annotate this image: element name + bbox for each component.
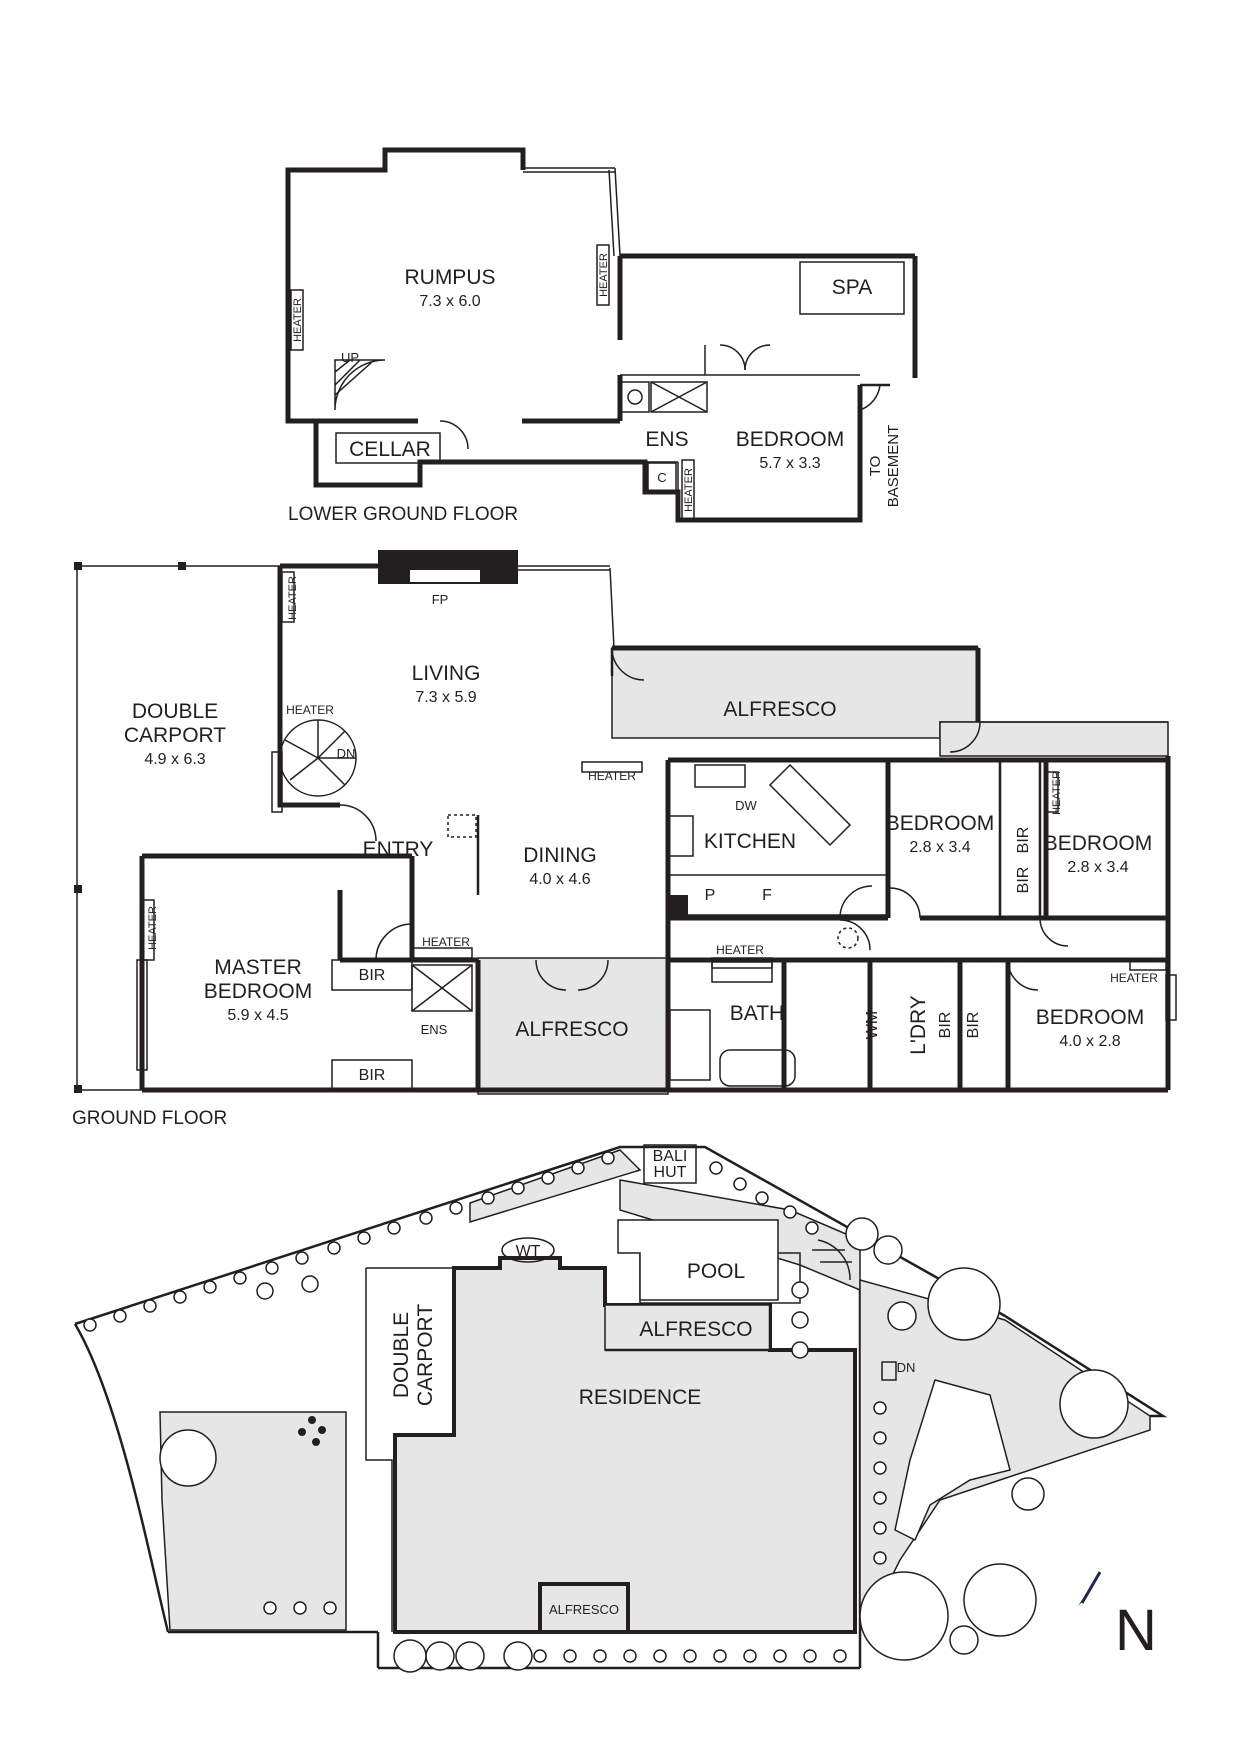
north-arrow-icon	[1078, 1571, 1102, 1606]
bir-label: BIR	[1015, 827, 1032, 854]
ground-floor-plan: FP LIVING 7.3 x 5.9 DOUBLE CARPORT 4.9 x…	[72, 550, 1177, 1129]
spa-label: SPA	[832, 276, 872, 299]
bath-label: BATH	[730, 1002, 784, 1025]
c-label: C	[657, 470, 666, 485]
bedroom2-label: BEDROOM	[886, 812, 995, 835]
bali-hut-label-1: BALI	[653, 1148, 688, 1165]
shrubs	[83, 1151, 887, 1663]
lower-floor-title: LOWER GROUND FLOOR	[288, 504, 518, 525]
lower-ground-floor-plan: RUMPUS 7.3 x 6.0 SPA ENS BEDROOM 5.7 x 3…	[285, 147, 918, 525]
bir-label: BIR	[937, 1012, 954, 1039]
bedroom3-label: BEDROOM	[1044, 832, 1153, 855]
heater-label: HEATER	[286, 703, 334, 717]
living-label: LIVING	[412, 662, 481, 685]
alfresco2-label: ALFRESCO	[515, 1018, 628, 1041]
heater-label: HEATER	[147, 906, 159, 950]
pool-label: POOL	[687, 1260, 745, 1283]
rumpus-dims: 7.3 x 6.0	[419, 293, 480, 310]
heater-label: HEATER	[287, 576, 299, 620]
bali-hut-label-2: HUT	[654, 1164, 687, 1181]
fridge-label: F	[762, 887, 772, 904]
dn-label: DN	[337, 746, 356, 761]
master-label-1: MASTER	[214, 956, 302, 979]
bir-label: BIR	[359, 967, 386, 984]
heater-label: HEATER	[1110, 971, 1158, 985]
north-label: N	[1115, 1598, 1157, 1663]
fp-label: FP	[432, 592, 449, 607]
bir-label: BIR	[1015, 867, 1032, 894]
to-basement-line1: TO	[867, 456, 884, 477]
bir-label: BIR	[965, 1012, 982, 1039]
heater-label: HEATER	[683, 468, 695, 512]
heater-label: HEATER	[598, 253, 610, 297]
wt-label: WT	[516, 1243, 541, 1260]
carport-label-1: DOUBLE	[132, 700, 218, 723]
kitchen-label: KITCHEN	[704, 830, 796, 853]
residence-label: RESIDENCE	[579, 1386, 702, 1409]
bedroom4-label: BEDROOM	[1036, 1006, 1145, 1029]
bedroom4-dims: 4.0 x 2.8	[1059, 1033, 1120, 1050]
entry-label: ENTRY	[363, 838, 434, 861]
carport-label-2: CARPORT	[124, 724, 226, 747]
lower-bedroom-dims: 5.7 x 3.3	[759, 455, 820, 472]
carport-dims: 4.9 x 6.3	[144, 751, 205, 768]
heater-label: HEATER	[422, 935, 470, 949]
pantry-label: P	[705, 887, 716, 904]
up-label: UP	[341, 350, 359, 365]
lower-bedroom-label: BEDROOM	[736, 428, 845, 451]
site-carport-label-1: DOUBLE	[390, 1312, 413, 1398]
site-alfresco-small-label: ALFRESCO	[549, 1602, 619, 1617]
master-label-2: BEDROOM	[204, 980, 313, 1003]
master-dims: 5.9 x 4.5	[227, 1007, 288, 1024]
wm-label: WM	[864, 1011, 881, 1039]
ens-label: ENS	[421, 1022, 448, 1037]
ground-floor-title: GROUND FLOOR	[72, 1108, 227, 1129]
cellar-label: CELLAR	[349, 438, 431, 461]
heater-label: HEATER	[292, 298, 304, 342]
heater-label: HEATER	[588, 769, 636, 783]
site-dn-label: DN	[897, 1360, 916, 1375]
ens-label: ENS	[645, 428, 688, 451]
alfresco-label: ALFRESCO	[723, 698, 836, 721]
dw-label: DW	[735, 798, 757, 813]
site-alfresco-label: ALFRESCO	[639, 1318, 752, 1341]
bedroom2-dims: 2.8 x 3.4	[909, 839, 970, 856]
dining-label: DINING	[523, 844, 597, 867]
site-plan: BALI HUT WT POOL ALFRESCO DOUBLE CARPORT…	[73, 1144, 1168, 1673]
dining-dims: 4.0 x 4.6	[529, 871, 590, 888]
living-dims: 7.3 x 5.9	[415, 689, 476, 706]
to-basement-line2: BASEMENT	[885, 425, 902, 508]
heater-label: HEATER	[716, 943, 764, 957]
bedroom3-dims: 2.8 x 3.4	[1067, 859, 1128, 876]
trees	[159, 1217, 1129, 1673]
site-carport-label-2: CARPORT	[414, 1304, 437, 1406]
bir-label: BIR	[359, 1067, 386, 1084]
rumpus-label: RUMPUS	[404, 266, 495, 289]
heater-label: HEATER	[1051, 771, 1063, 815]
laundry-label: L'DRY	[907, 995, 930, 1055]
